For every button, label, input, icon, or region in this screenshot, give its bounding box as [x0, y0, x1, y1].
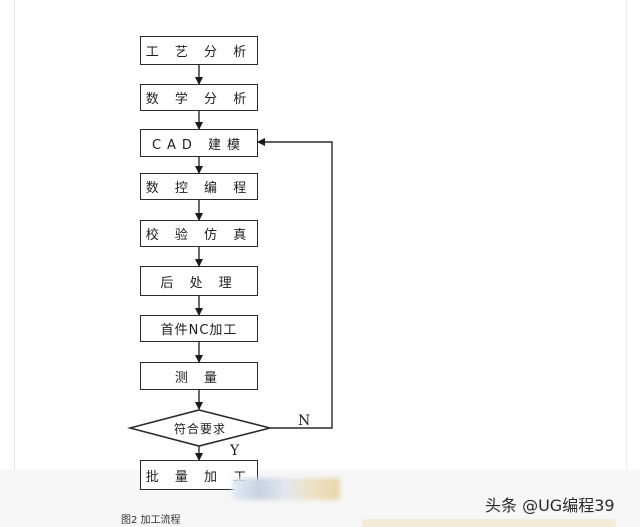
step-label: 首件NC加工: [160, 323, 238, 338]
step-measurement: 测 量: [140, 362, 258, 390]
decision-no-label: N: [298, 413, 311, 429]
decision-yes-label: Y: [230, 443, 240, 459]
step-label: 数 控 编 程: [145, 181, 253, 196]
step-process-analysis: 工 艺 分 析: [140, 36, 258, 65]
step-label: 批 量 加 工: [145, 469, 253, 485]
step-label: 后 处 理: [160, 275, 238, 291]
blurred-overlay: [232, 478, 340, 500]
step-post-processing: 后 处 理: [140, 266, 258, 296]
decision-diamond: [126, 409, 271, 447]
step-label: CAD 建模: [151, 137, 247, 153]
step-verification-simulation: 校 验 仿 真: [140, 220, 258, 247]
feedback-loop-line: [257, 138, 333, 429]
step-first-piece-nc-machining: 首件NC加工: [140, 315, 258, 342]
footer-highlight-bar: [362, 519, 616, 527]
watermark-text: 头条 @UG编程39: [485, 496, 615, 515]
step-nc-programming: 数 控 编 程: [140, 173, 258, 200]
step-label: 校 验 仿 真: [145, 228, 253, 243]
step-cad-modeling: CAD 建模: [140, 129, 258, 157]
step-label: 工 艺 分 析: [145, 45, 253, 60]
figure-caption: 图2 加工流程: [121, 515, 181, 526]
step-label: 数 学 分 析: [145, 92, 253, 107]
step-label: 测 量: [174, 370, 224, 386]
page-edge-left: [14, 0, 15, 527]
step-math-analysis: 数 学 分 析: [140, 84, 258, 111]
step-batch-machining: 批 量 加 工: [140, 460, 258, 490]
decision-label: 符合要求: [173, 422, 226, 436]
page-edge-right: [626, 0, 627, 527]
